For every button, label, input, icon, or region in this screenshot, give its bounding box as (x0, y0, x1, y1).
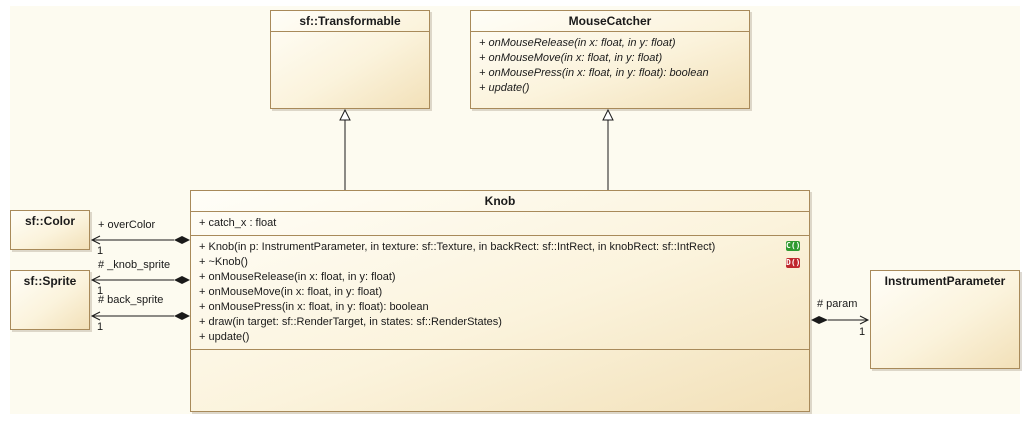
filled-diamond-icon (811, 316, 828, 324)
filled-diamond-icon (174, 236, 190, 244)
operation-constructor: + Knob(in p: InstrumentParameter, in tex… (199, 241, 716, 253)
open-arrow-icon (90, 311, 101, 321)
operation: + draw(in target: sf::RenderTarget, in s… (199, 316, 502, 328)
class-name: Knob (191, 191, 809, 212)
empty-compartment (191, 350, 809, 412)
class-name: InstrumentParameter (884, 274, 1006, 288)
role-label-overcolor: + overColor (98, 219, 156, 231)
class-sf-transformable[interactable]: sf::Transformable (270, 10, 430, 109)
operation: + onMousePress(in x: float, in y: float)… (199, 301, 429, 313)
hollow-triangle-icon (602, 108, 614, 121)
operation: + update() (199, 331, 250, 343)
attribute: + catch_x : float (199, 217, 277, 229)
operations-compartment: + onMouseRelease(in x: float, in y: floa… (471, 32, 749, 100)
hollow-triangle-icon (339, 108, 351, 121)
multiplicity-label-overcolor: 1 (97, 245, 104, 257)
class-sf-sprite[interactable]: sf::Sprite (10, 270, 90, 330)
filled-diamond-icon (174, 312, 190, 320)
multiplicity-label-back-sprite: 1 (97, 321, 104, 333)
composition-param[interactable] (811, 315, 870, 325)
class-instrument-parameter[interactable]: InstrumentParameter (870, 270, 1020, 369)
composition-overcolor[interactable] (90, 235, 190, 245)
role-label-knob-sprite: # _knob_sprite (98, 259, 171, 271)
composition-back-sprite[interactable] (90, 311, 190, 321)
operation: + onMouseRelease(in x: float, in y: floa… (199, 271, 396, 283)
open-arrow-icon (859, 315, 870, 325)
role-label-param: # param (817, 298, 858, 310)
open-arrow-icon (90, 275, 101, 285)
generalization-mousecatcher[interactable] (602, 108, 614, 190)
destructor-badge-icon: D() (786, 258, 801, 268)
filled-diamond-icon (174, 276, 190, 284)
operations-compartment: + Knob(in p: InstrumentParameter, in tex… (191, 236, 809, 350)
open-arrow-icon (90, 235, 101, 245)
class-name: sf::Transformable (271, 11, 429, 32)
class-name: MouseCatcher (471, 11, 749, 32)
generalization-transformable[interactable] (339, 108, 351, 190)
operation: + onMouseMove(in x: float, in y: float) (479, 52, 663, 64)
class-name: sf::Color (25, 214, 75, 228)
constructor-badge-icon: C() (786, 241, 801, 251)
operation: + onMouseRelease(in x: float, in y: floa… (479, 37, 676, 49)
operation: + update() (479, 82, 530, 94)
operation: + onMouseMove(in x: float, in y: float) (199, 286, 383, 298)
operation-destructor: + ~Knob() (199, 256, 248, 268)
multiplicity-label-param: 1 (859, 326, 866, 338)
class-sf-color[interactable]: sf::Color (10, 210, 90, 250)
class-name: sf::Sprite (23, 274, 77, 288)
operation: + onMousePress(in x: float, in y: float)… (479, 67, 709, 79)
multiplicity-label-knob-sprite: 1 (97, 285, 104, 297)
composition-knob-sprite[interactable] (90, 275, 190, 285)
role-label-back-sprite: # back_sprite (98, 294, 164, 306)
class-mousecatcher[interactable]: MouseCatcher + onMouseRelease(in x: floa… (470, 10, 750, 109)
attributes-compartment: + catch_x : float (191, 212, 809, 236)
class-knob[interactable]: Knob + catch_x : float + Knob(in p: Inst… (190, 190, 810, 412)
